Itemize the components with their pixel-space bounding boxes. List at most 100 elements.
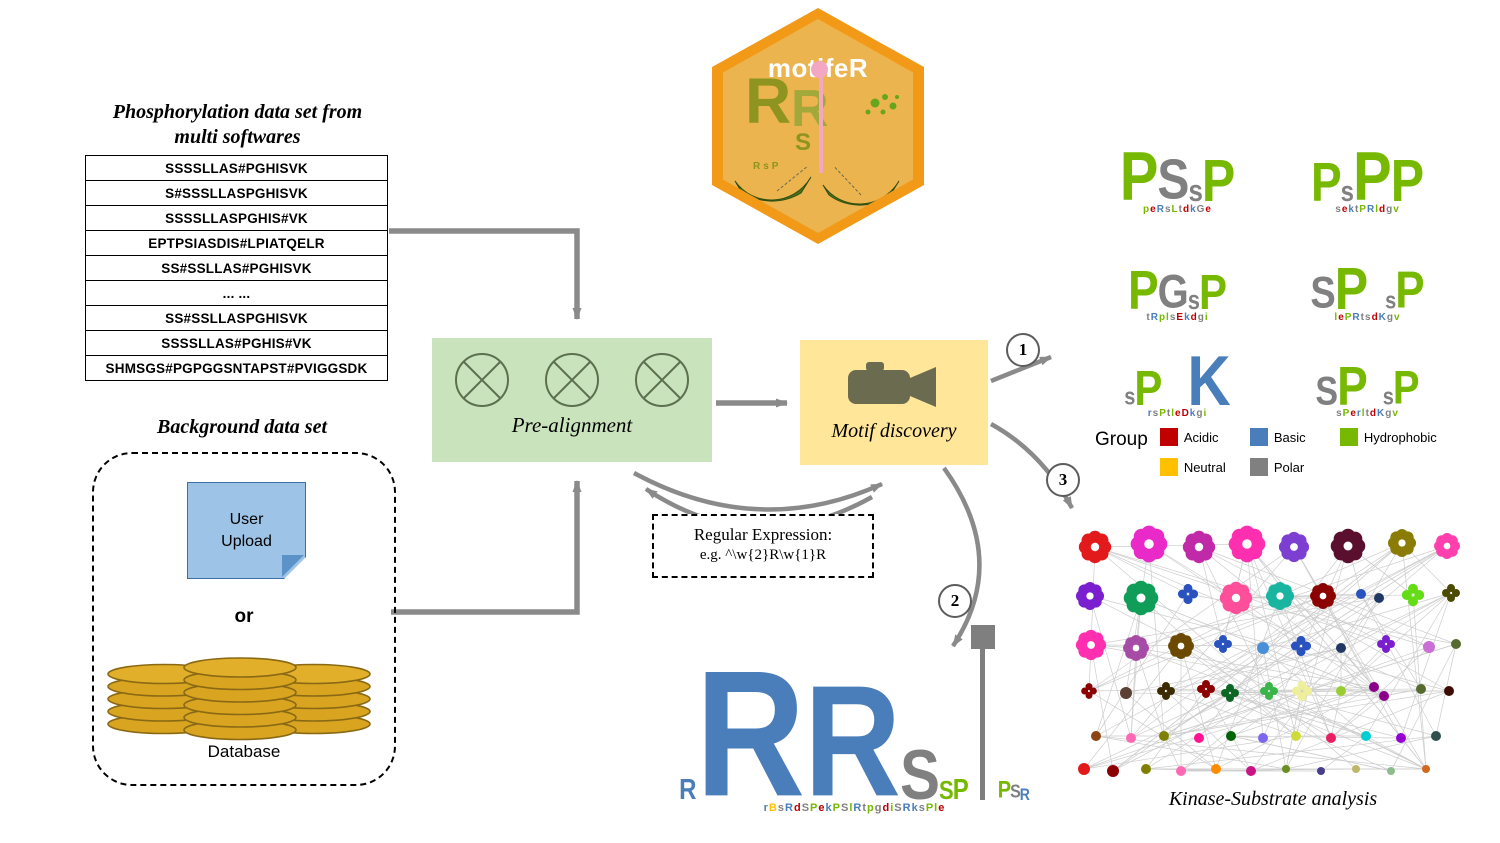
kinase-node bbox=[1434, 533, 1460, 559]
substrate-node bbox=[1176, 766, 1186, 776]
hydrophobic-swatch bbox=[1339, 428, 1358, 446]
user-upload-icon: User Upload bbox=[187, 482, 306, 579]
arrow-regex-cycle-right bbox=[632, 471, 883, 512]
kinase-node bbox=[1075, 581, 1105, 611]
substrate-node bbox=[1356, 589, 1366, 599]
hex-inner: motifeR R R S RsP bbox=[723, 19, 913, 233]
acidic-label: Acidic bbox=[1183, 429, 1219, 445]
substrate-node bbox=[1423, 641, 1435, 653]
splash-icon bbox=[865, 94, 899, 115]
substrate-node bbox=[1221, 684, 1239, 702]
kinase-node bbox=[1228, 525, 1266, 563]
legend-item-acidic: Acidic bbox=[1159, 428, 1246, 446]
substrate-node bbox=[1352, 765, 1360, 773]
motifer-hex-logo: motifeR R R S RsP bbox=[712, 8, 924, 244]
background-box: User Upload or Database bbox=[92, 452, 396, 786]
substrate-node bbox=[1451, 639, 1461, 649]
acidic-swatch bbox=[1159, 428, 1178, 446]
regex-pattern: e.g. ^\w{2}R\w{1}R bbox=[699, 547, 827, 563]
kinase-node bbox=[1168, 633, 1194, 659]
substrate-node bbox=[1396, 733, 1406, 743]
substrate-node bbox=[1157, 682, 1175, 700]
substrate-node bbox=[1177, 583, 1199, 605]
circle-x-icon bbox=[635, 353, 689, 407]
substrate-node bbox=[1336, 643, 1346, 653]
substrate-node bbox=[1282, 765, 1290, 773]
table-row-ellipsis: ... ... bbox=[85, 280, 388, 306]
substrate-node bbox=[1091, 731, 1101, 741]
kinase-node bbox=[1330, 528, 1366, 564]
table-row: SSSSLLAS#PGHISVK bbox=[85, 155, 388, 181]
pin-icon bbox=[968, 624, 998, 800]
substrate-node bbox=[1379, 691, 1389, 701]
substrate-node bbox=[1197, 680, 1215, 698]
hex-letter-r1: R bbox=[745, 65, 792, 137]
substrate-node bbox=[1422, 765, 1430, 773]
circle-x-icon bbox=[545, 353, 599, 407]
kinase-node bbox=[1123, 580, 1159, 616]
arrow-table-to-prealignment bbox=[389, 228, 582, 320]
pre-alignment-label: Pre-alignment bbox=[511, 413, 633, 437]
database-label: Database bbox=[207, 742, 281, 761]
phospho-title-line1: Phosphorylation data set from bbox=[112, 101, 363, 123]
kinase-node bbox=[1123, 635, 1149, 661]
table-row: SHMSGS#PGPGGSNTAPST#PVIGGSDK bbox=[85, 355, 388, 381]
regex-title: Regular Expression: bbox=[693, 525, 833, 544]
substrate-node bbox=[1326, 733, 1336, 743]
substrate-node bbox=[1258, 733, 1268, 743]
polar-label: Polar bbox=[1273, 459, 1305, 475]
substrate-node bbox=[1081, 683, 1097, 699]
step-2-badge: 2 bbox=[938, 584, 972, 618]
lollipop-stem-icon bbox=[819, 73, 823, 173]
kinase-caption: Kinase-Substrate analysis bbox=[1168, 788, 1378, 810]
legend-item-polar: Polar bbox=[1249, 458, 1336, 476]
arrow-background-to-prealignment bbox=[391, 480, 582, 615]
user-upload-line2: Upload bbox=[221, 532, 272, 550]
pre-alignment-icons bbox=[453, 351, 691, 409]
phospho-title-line2: multi softwares bbox=[174, 126, 301, 148]
phospho-table: SSSSLLAS#PGHISVK S#SSSLLASPGHISVK SSSSLL… bbox=[85, 155, 388, 381]
kinase-node bbox=[1075, 629, 1107, 661]
substrate-node bbox=[1107, 765, 1119, 777]
kinase-network-plot bbox=[1075, 525, 1461, 777]
kinase-node bbox=[1265, 581, 1295, 611]
substrate-node bbox=[1211, 764, 1221, 774]
substrate-node bbox=[1374, 593, 1384, 603]
table-row: SSSSLLASPGHIS#VK bbox=[85, 205, 388, 231]
substrate-node bbox=[1336, 686, 1346, 696]
substrate-node bbox=[1260, 682, 1278, 700]
substrate-node bbox=[1377, 635, 1395, 653]
basic-label: Basic bbox=[1273, 429, 1306, 445]
substrate-node bbox=[1078, 763, 1090, 775]
substrate-node bbox=[1369, 682, 1379, 692]
substrate-node bbox=[1257, 642, 1269, 654]
paper-fold-icon bbox=[282, 555, 304, 577]
lollipop-head-icon bbox=[811, 61, 828, 78]
neutral-swatch bbox=[1159, 458, 1178, 476]
basic-swatch bbox=[1249, 428, 1268, 446]
hydrophobic-label: Hydrophobic bbox=[1363, 429, 1437, 445]
legend-title: Group bbox=[1095, 429, 1148, 450]
motif-discovery-box: Motif discovery bbox=[800, 340, 988, 465]
background-title: Background data set bbox=[156, 416, 328, 438]
table-row: S#SSSLLASPGHISVK bbox=[85, 180, 388, 206]
substrate-node bbox=[1194, 733, 1204, 743]
substrate-node bbox=[1317, 767, 1325, 775]
legend-item-hydrophobic: Hydrophobic bbox=[1339, 428, 1437, 446]
pre-alignment-box: Pre-alignment bbox=[432, 338, 712, 462]
database-icon bbox=[107, 657, 371, 741]
legend-item-neutral: Neutral bbox=[1159, 458, 1246, 476]
phospho-title: Phosphorylation data set from multi soft… bbox=[85, 100, 390, 150]
kinase-node bbox=[1310, 583, 1336, 609]
